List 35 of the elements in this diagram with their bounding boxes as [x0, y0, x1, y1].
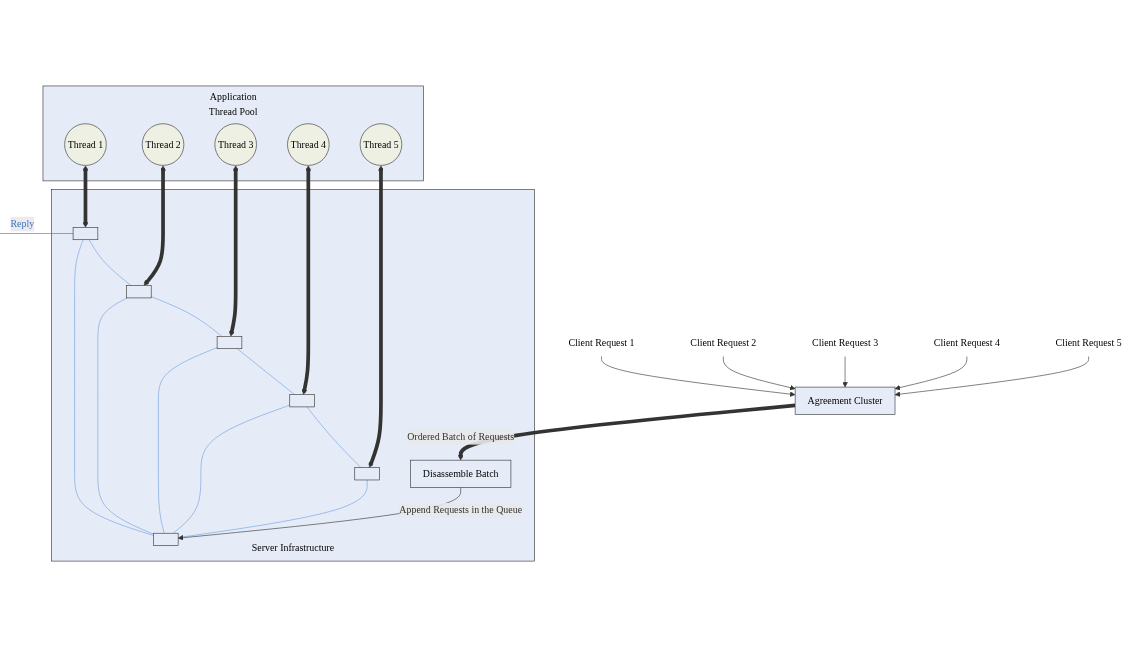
- connector: [236, 348, 295, 396]
- connector: [172, 405, 291, 534]
- edge-label: Append Requests in the Queue: [399, 505, 523, 516]
- node-box: Disassemble Batch: [410, 460, 512, 489]
- arrow: [457, 404, 796, 461]
- edge-label: Ordered Batch of Requests: [407, 432, 515, 443]
- node-box: [153, 533, 179, 547]
- arrow: [143, 165, 166, 287]
- arrow: [301, 165, 312, 396]
- connector: [150, 296, 223, 338]
- connector: [74, 239, 154, 537]
- node-box: [126, 285, 152, 299]
- node-circle: Thread 2: [141, 123, 185, 167]
- connector: [306, 407, 362, 469]
- arrow: [82, 165, 89, 229]
- node-text: Client Request 5: [1055, 337, 1122, 348]
- node-circle: Thread 1: [64, 123, 107, 167]
- connector: [158, 347, 218, 534]
- node-text: Client Request 1: [568, 337, 635, 348]
- node-text: Client Request 4: [933, 337, 1000, 348]
- node-circle: Thread 3: [214, 123, 257, 167]
- edge-label: Reply: [10, 218, 35, 230]
- connector: [97, 298, 154, 535]
- node-box: [72, 227, 99, 241]
- node-box: Agreement Cluster: [794, 387, 896, 416]
- arrow: [368, 165, 384, 469]
- connector: [88, 239, 132, 287]
- node-circle: Thread 5: [359, 123, 403, 167]
- node-box: [354, 467, 380, 481]
- node-box: [216, 336, 243, 350]
- node-box: [289, 394, 315, 408]
- node-text: Client Request 3: [812, 337, 879, 348]
- arrow: [229, 165, 239, 338]
- node-text: Client Request 2: [690, 337, 757, 348]
- node-circle: Thread 4: [287, 123, 330, 167]
